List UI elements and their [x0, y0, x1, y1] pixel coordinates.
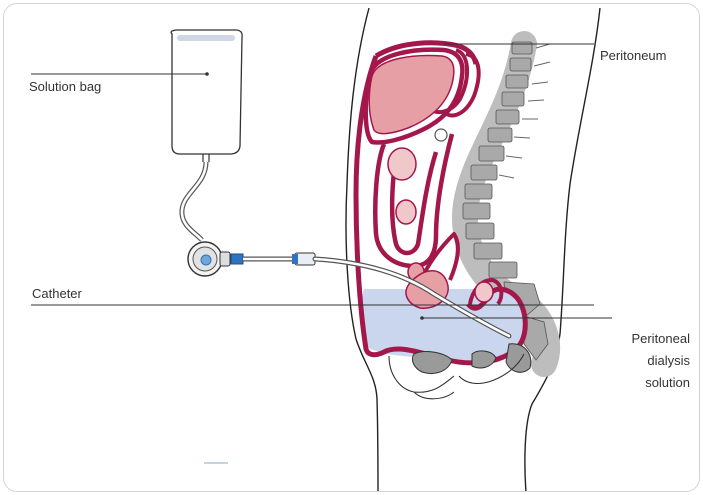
peritoneal-dialysis-diagram: [4, 4, 700, 492]
diagram-frame: Solution bag Catheter Peritoneum Periton…: [3, 3, 700, 492]
bowel-loop-1: [396, 200, 416, 224]
solution-bag: [171, 30, 242, 162]
liver: [369, 56, 454, 134]
label-solution-bag: Solution bag: [29, 79, 101, 95]
label-dialysis-line2: dialysis: [647, 353, 690, 369]
uterus-organ: [475, 282, 493, 302]
label-peritoneum: Peritoneum: [600, 48, 666, 64]
stomach-organ: [388, 148, 416, 180]
label-dialysis-line3: solution: [645, 375, 690, 391]
kidney-organ: [435, 129, 447, 141]
transfer-set: [188, 242, 230, 276]
label-dialysis-line1: Peritoneal: [631, 331, 690, 347]
connector-blue-left: [231, 254, 243, 264]
label-catheter: Catheter: [32, 286, 82, 302]
